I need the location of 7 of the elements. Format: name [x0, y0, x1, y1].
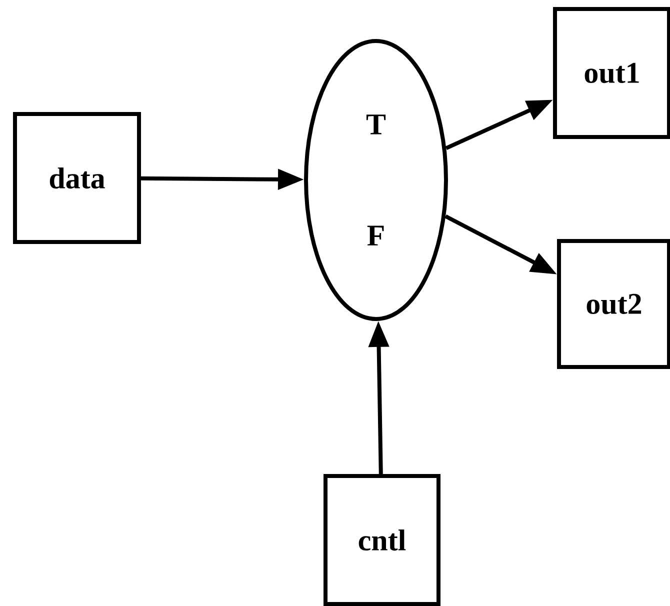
decision-ellipse — [304, 39, 448, 321]
process-box: data — [13, 112, 141, 244]
process-box: out1 — [553, 7, 670, 139]
ellipse-label: T — [366, 114, 386, 134]
process-box: out2 — [557, 239, 670, 369]
process-box: cntl — [324, 474, 440, 606]
ellipse-label: F — [367, 226, 384, 246]
